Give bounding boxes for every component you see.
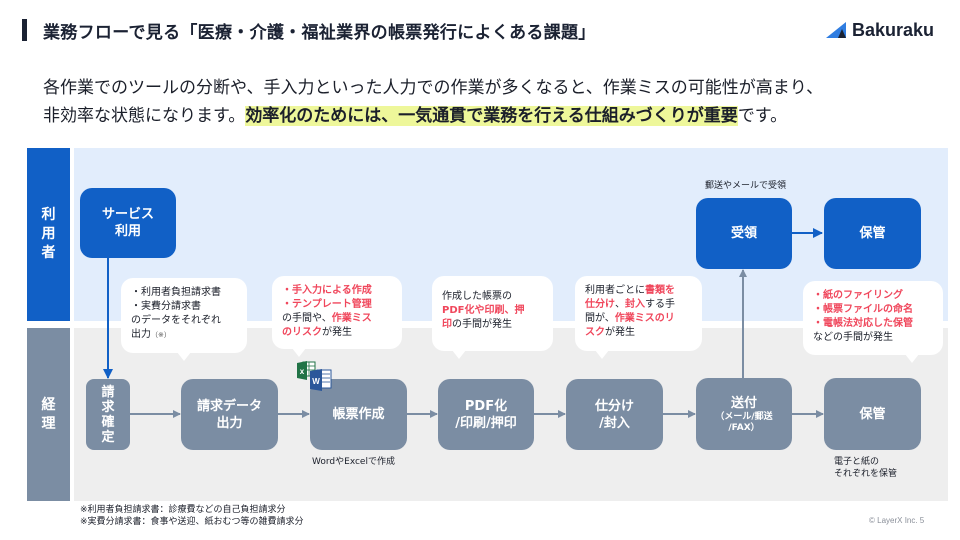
bubble-create-line-3b: 作業ミス — [331, 313, 372, 324]
billing-confirm-box: 請 求 確 定 — [86, 379, 130, 450]
user-store-box: 保管 — [824, 198, 921, 269]
keiri-store-note-line-2: それぞれを保管 — [834, 469, 898, 479]
user-lane-label-text: 利 用 者 — [41, 207, 56, 261]
keiri-store-note: 電子と紙の それぞれを保管 — [834, 456, 897, 480]
lead-text: 各作業でのツールの分断や、手入力といった人力での作業が多くなると、作業ミスの可能… — [43, 74, 823, 130]
svg-text:x: x — [300, 367, 305, 376]
bubble-create-line-1: ・手入力による作成 — [282, 285, 372, 296]
user-store-label: 保管 — [859, 226, 886, 241]
bubble-sort-line-3a: 間が、 — [585, 313, 615, 324]
export-data-line-2: 出力 — [216, 415, 243, 431]
bubble-create: ・手入力による作成 ・テンプレート管理 の手間や、作業ミス のリスクが発生 — [272, 276, 402, 357]
bubble-sort-line-1a: 利用者ごとに — [585, 285, 645, 296]
create-form-label: 帳票作成 — [332, 407, 385, 422]
lead-highlight: 効率化のためには、一気通貫で業務を行える仕組みづくりが重要 — [245, 106, 738, 126]
create-form-note: WordやExcelで作成 — [312, 457, 395, 467]
lead-line-2-suffix: です。 — [737, 106, 788, 126]
bubble-sort-line-3b: 作業ミスのリ — [614, 313, 675, 324]
bubble-export-line-4-text: 出力 — [131, 329, 151, 340]
bubble-export-line-2: ・実費分請求書 — [131, 301, 201, 312]
bubble-export-line-4: 出力（※） — [131, 328, 237, 342]
bakuraku-logo-icon — [826, 22, 846, 38]
bubble-export-line-1: ・利用者負担請求書 — [131, 287, 221, 298]
bakuraku-logo: Bakuraku — [826, 19, 934, 41]
create-form-box: 帳票作成 — [310, 379, 407, 450]
lead-line-1: 各作業でのツールの分断や、手入力といった人力での作業が多くなると、作業ミスの可能… — [43, 78, 824, 98]
pdf-print-line-2: /印刷/押印 — [455, 415, 517, 431]
send-label: 送付 — [730, 395, 757, 411]
keiri-store-label: 保管 — [859, 406, 886, 422]
service-use-line-2: 利用 — [114, 224, 141, 239]
service-use-box: サービス 利用 — [80, 188, 176, 258]
sort-enclose-line-2: /封入 — [599, 415, 630, 431]
bubble-pdf-line-1: 作成した帳票の — [442, 291, 512, 302]
bubble-sort-line-2c: 封入 — [625, 299, 645, 310]
bubble-export: ・利用者負担請求書 ・実費分請求書 のデータをそれぞれ 出力（※） — [121, 278, 247, 361]
bubble-create-line-4: のリスクが発生 — [282, 326, 392, 340]
receive-label: 受領 — [730, 226, 757, 241]
bubble-pdf-line-3: 印の手間が発生 — [442, 318, 543, 332]
send-sub-1: （メール/郵送 — [715, 411, 773, 422]
bubble-sort-line-2: 仕分け、封入する手 — [585, 298, 692, 312]
page-title: 業務フローで見る「医療・介護・福祉業界の帳票発行によくある課題」 — [43, 23, 596, 43]
sort-enclose-box: 仕分け /封入 — [566, 379, 663, 450]
pdf-print-box: PDF化 /印刷/押印 — [438, 379, 534, 450]
keiri-store-note-line-1: 電子と紙の — [834, 457, 880, 467]
bubble-pdf-line-3a: 印 — [442, 319, 452, 330]
bubble-sort-line-1: 利用者ごとに書類を — [585, 284, 692, 298]
bubble-store-line-3: ・電帳法対応した保管 — [813, 318, 913, 329]
bubble-sort-line-2a: 仕分け — [585, 299, 615, 310]
footnotes: ※利用者負担請求書：診療費などの自己負担請求分 ※実費分請求書：食事や送迎、紙お… — [80, 504, 304, 528]
footnote-2: ※実費分請求書：食事や送迎、紙おむつ等の雑費請求分 — [80, 517, 304, 527]
keiri-store-box: 保管 — [824, 378, 921, 450]
receive-box: 受領 — [696, 198, 792, 269]
logo-text: Bakuraku — [852, 19, 935, 40]
bubble-store-line-1: ・紙のファイリング — [813, 290, 903, 301]
bubble-sort-line-2d: する手 — [645, 299, 675, 310]
bubble-create-line-4b: が発生 — [322, 327, 352, 338]
word-icon: W — [310, 369, 332, 391]
excel-word-icon: x W — [297, 361, 332, 391]
send-sub-2: /FAX） — [728, 422, 760, 433]
bubble-store-line-4: などの手間が発生 — [813, 332, 893, 343]
lead-line-2: 非効率な状態になります。効率化のためには、一気通貫で業務を行える仕組みづくりが重… — [43, 102, 823, 130]
bubble-create-line-2: ・テンプレート管理 — [282, 299, 372, 310]
service-use-line-1: サービス — [101, 207, 154, 222]
bubble-create-line-4a: のリスク — [282, 327, 322, 338]
receive-note: 郵送やメールで受領 — [705, 181, 787, 191]
bubble-sort-line-1b: 書類を — [645, 285, 675, 296]
lead-line-2-prefix: 非効率な状態になります。 — [43, 106, 246, 126]
keiri-lane-label-text: 経 理 — [41, 396, 56, 432]
keiri-lane-label: 経 理 — [27, 328, 70, 501]
send-box: 送付 （メール/郵送 /FAX） — [696, 378, 792, 450]
bubble-sort-line-4b: が発生 — [605, 327, 635, 338]
bubble-export-line-3: のデータをそれぞれ — [131, 315, 221, 326]
bubble-sort-line-2b: 、 — [615, 299, 625, 310]
bubble-sort-line-4a: スク — [585, 327, 605, 338]
sort-enclose-line-1: 仕分け — [594, 398, 634, 414]
bubble-sort-line-3: 間が、作業ミスのリ — [585, 312, 692, 326]
bubble-sort-line-4: スクが発生 — [585, 326, 692, 340]
bubble-pdf-line-2: PDF化や印刷、押 — [442, 305, 525, 316]
footnote-1: ※利用者負担請求書：診療費などの自己負担請求分 — [80, 505, 286, 515]
bubble-store: ・紙のファイリング ・帳票ファイルの命名 ・電帳法対応した保管 などの手間が発生 — [803, 281, 943, 363]
export-data-box: 請求データ 出力 — [181, 379, 278, 450]
bubble-pdf-line-3b: の手間が発生 — [452, 319, 512, 330]
export-data-line-1: 請求データ — [196, 398, 262, 414]
user-lane-label: 利 用 者 — [27, 148, 70, 321]
pdf-print-line-1: PDF化 — [464, 398, 508, 414]
bubble-pdf: 作成した帳票の PDF化や印刷、押 印の手間が発生 — [432, 276, 553, 359]
bubble-create-line-3a: の手間や、 — [282, 313, 332, 324]
billing-confirm-label: 請 求 確 定 — [101, 384, 115, 445]
copyright-page-number: © LayerX Inc. 5 — [869, 516, 925, 525]
title-accent-bar — [22, 19, 27, 41]
bubble-export-footnote-mark: （※） — [151, 331, 171, 339]
bubble-sort: 利用者ごとに書類を 仕分け、封入する手 間が、作業ミスのリ スクが発生 — [575, 276, 702, 359]
bubble-store-line-2: ・帳票ファイルの命名 — [813, 304, 913, 315]
bubble-create-line-3: の手間や、作業ミス — [282, 312, 392, 326]
svg-text:W: W — [312, 377, 320, 386]
